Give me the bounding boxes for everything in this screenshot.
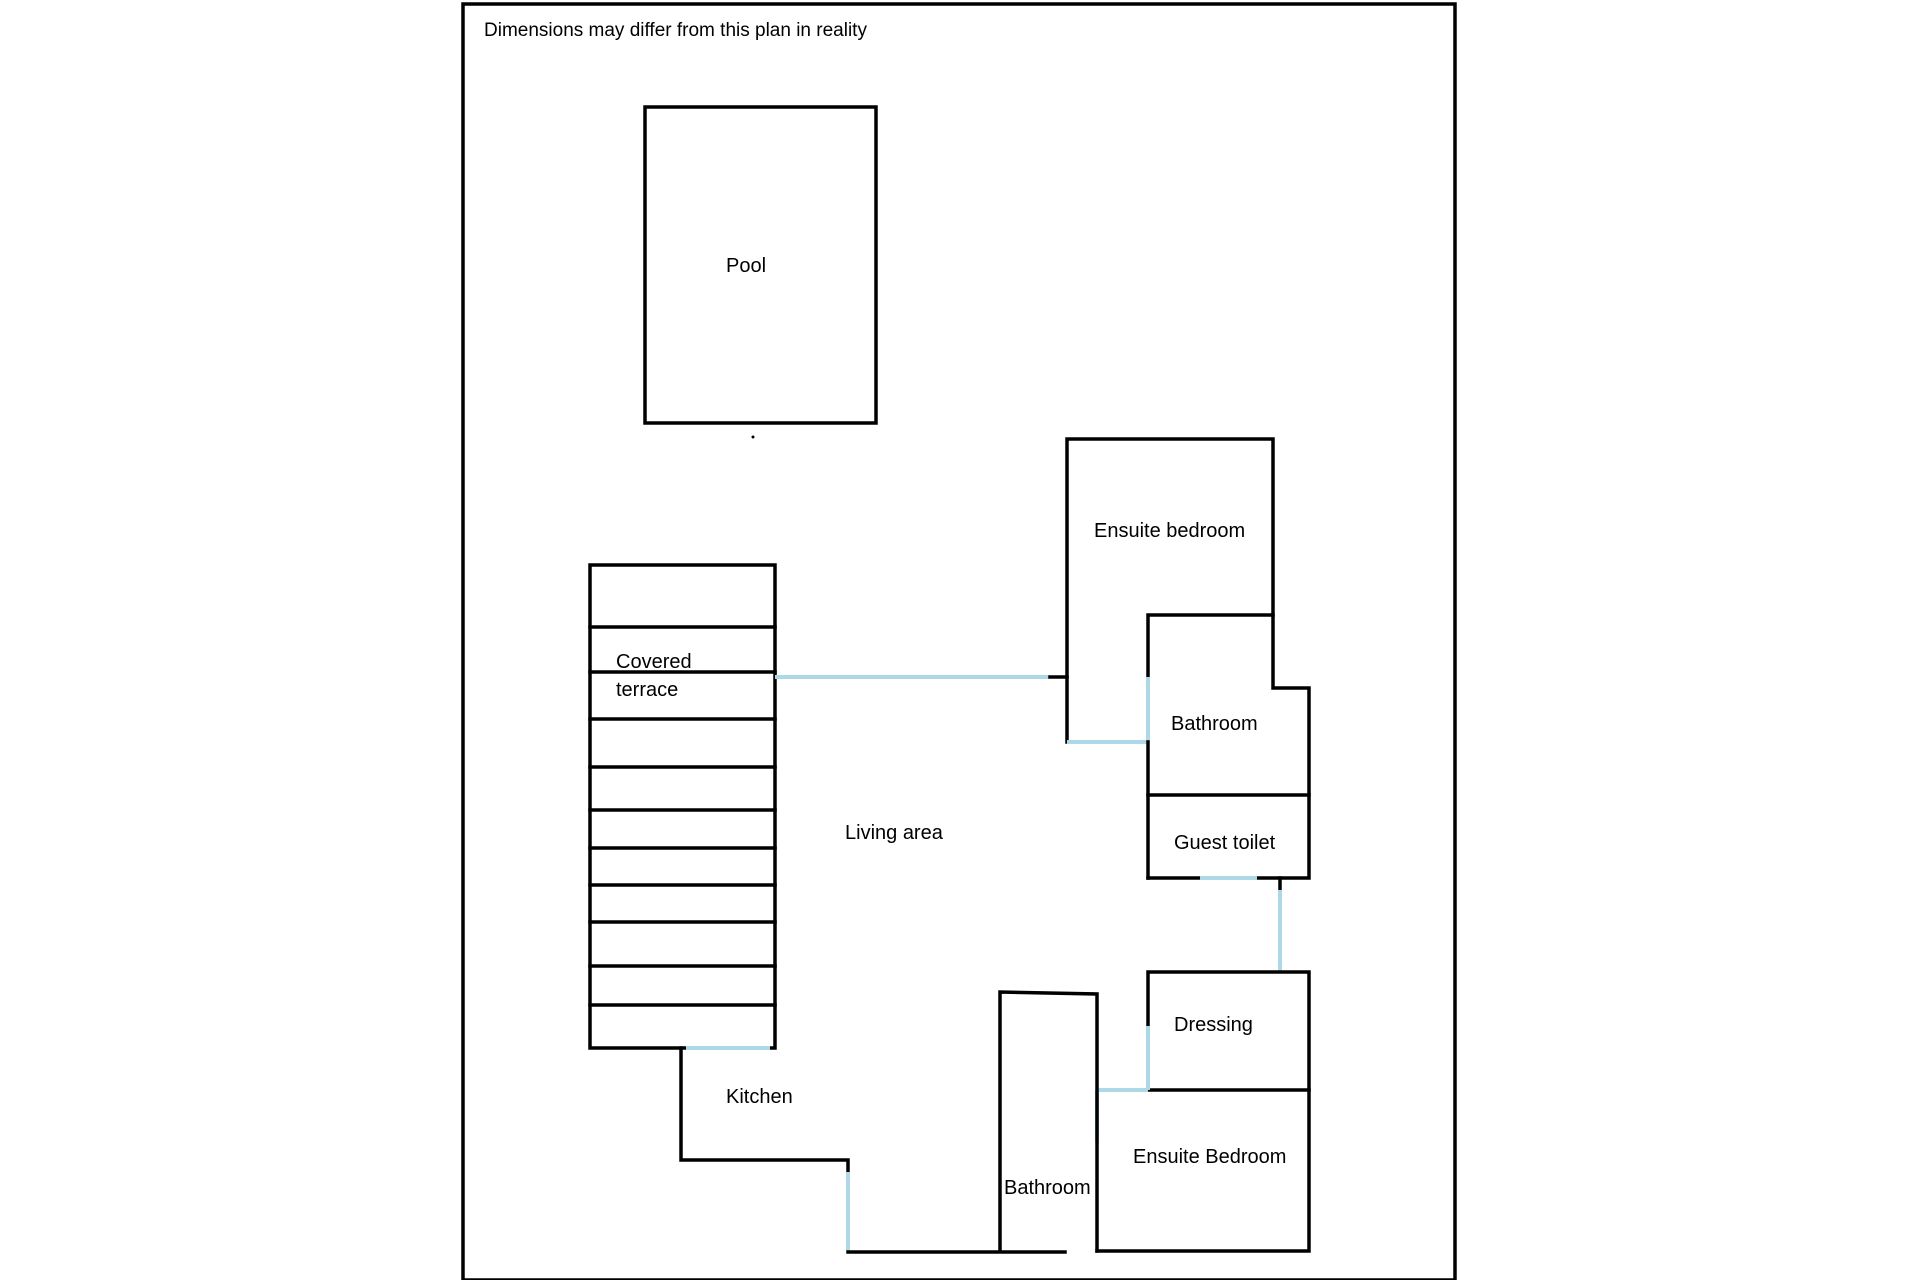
ensuite-bedroom-bottom-label: Ensuite Bedroom bbox=[1133, 1146, 1286, 1168]
kitchen-label: Kitchen bbox=[726, 1086, 793, 1108]
living-area-label: Living area bbox=[845, 822, 944, 844]
covered-terrace-label-line1: Covered bbox=[616, 651, 692, 673]
covered-terrace-label-line2: terrace bbox=[616, 679, 678, 701]
covered-terrace bbox=[588, 563, 777, 1050]
ensuite-bedroom-bottom-walls bbox=[1095, 1088, 1311, 1253]
ensuite-bedroom-top-label: Ensuite bedroom bbox=[1094, 520, 1245, 542]
pool-label: Pool bbox=[726, 255, 766, 277]
pool-marker-dot bbox=[751, 435, 755, 439]
plan-border bbox=[461, 2, 1457, 1280]
terrace-outline bbox=[588, 563, 777, 1050]
dressing-walls bbox=[1146, 970, 1311, 1092]
kitchen-walls bbox=[679, 1046, 850, 1174]
bathroom-top-label: Bathroom bbox=[1171, 713, 1258, 735]
bathroom-bottom-label: Bathroom bbox=[1004, 1177, 1091, 1199]
dressing-label: Dressing bbox=[1174, 1014, 1253, 1036]
pool-outline bbox=[643, 105, 878, 425]
bathroom-top-walls bbox=[1146, 613, 1275, 679]
bathroom-bottom-walls bbox=[998, 990, 1099, 1253]
ensuite-bedroom-top-walls bbox=[1065, 437, 1311, 880]
guest-toilet-label: Guest toilet bbox=[1174, 832, 1276, 854]
dimension-note: Dimensions may differ from this plan in … bbox=[484, 20, 867, 41]
